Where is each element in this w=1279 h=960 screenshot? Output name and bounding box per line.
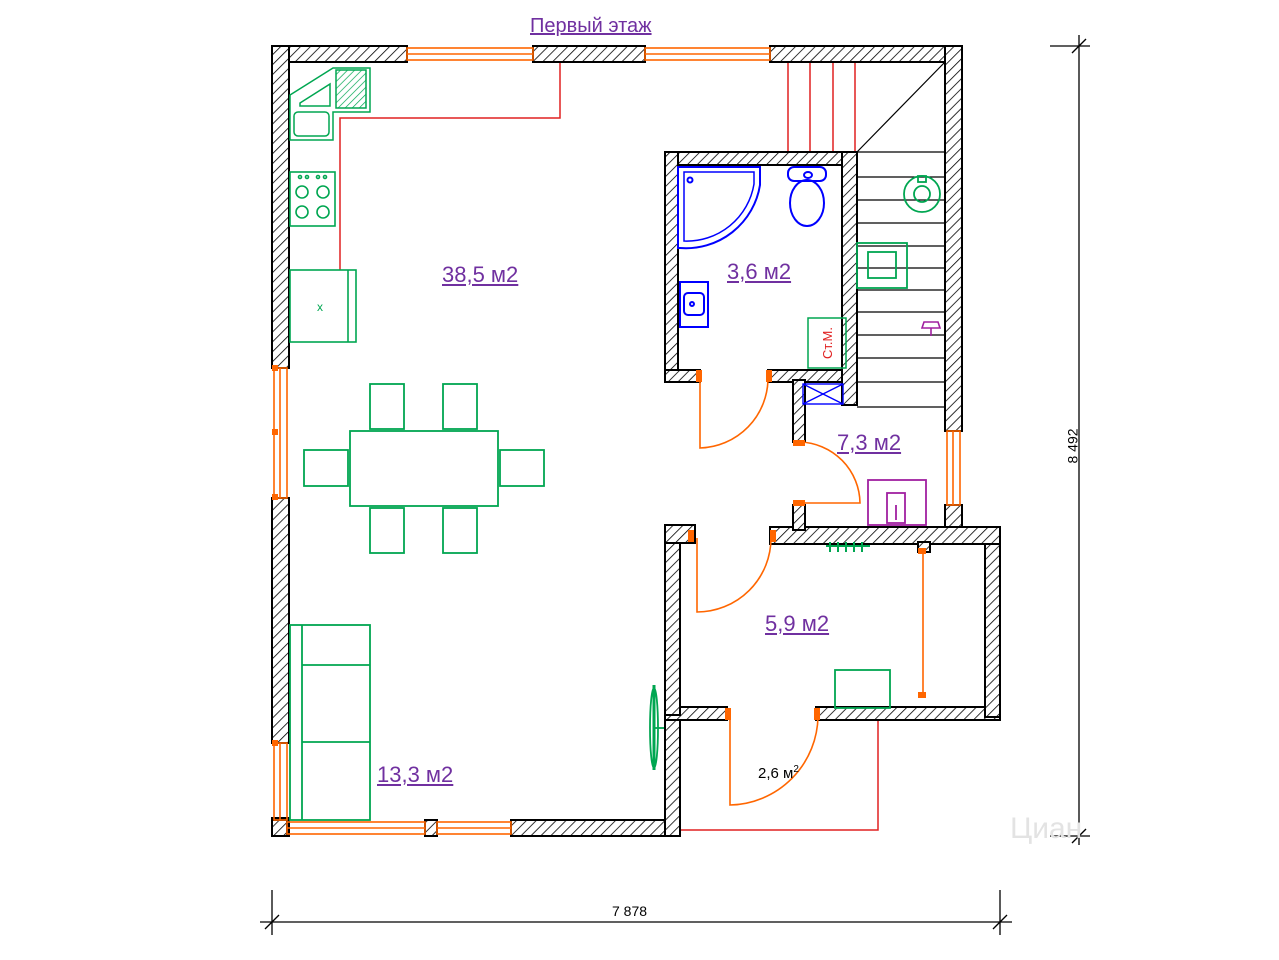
room-label-entry: 5,9 м2 — [765, 611, 830, 636]
sink-icon — [679, 281, 709, 328]
washing-machine-icon — [807, 317, 847, 369]
kitchen-counter — [289, 67, 371, 141]
room-label-porch: 2,6 м2 — [758, 764, 799, 782]
valve-icon — [920, 321, 942, 336]
floor-title: Первый этаж — [530, 15, 652, 37]
toilet-icon — [787, 166, 827, 227]
staircase — [856, 61, 946, 408]
porch-area: 2,6 м — [758, 765, 794, 782]
height-dimension: 8 492 — [1064, 428, 1081, 464]
dining-set — [303, 383, 545, 554]
ventilation-shaft — [802, 383, 844, 405]
umbrella-icon — [649, 685, 664, 770]
stove-icon — [289, 171, 336, 227]
room-label-hall: 7,3 м2 — [837, 430, 902, 455]
boiler-icon — [903, 175, 941, 213]
width-dimension: 7 878 — [612, 903, 648, 919]
water-heater-icon — [856, 242, 908, 289]
window-jambs — [272, 365, 926, 746]
bench-icon — [834, 669, 891, 709]
dimension-lines — [260, 35, 1090, 935]
washing-machine-label: Ст.М. — [820, 327, 835, 359]
porch-area-unit: 2 — [793, 764, 799, 775]
fridge-mark: x — [317, 300, 323, 314]
doors — [696, 377, 861, 806]
radiator-icon — [826, 542, 870, 552]
room-label-bathroom: 3,6 м2 — [727, 259, 792, 284]
fridge-icon — [289, 269, 357, 343]
watermark: Циан — [1010, 812, 1083, 845]
hall-sink-icon — [867, 479, 927, 526]
room-label-living: 38,5 м2 — [442, 262, 519, 287]
pipe-lines — [339, 60, 879, 831]
sofa-icon — [289, 624, 371, 821]
room-label-lounge: 13,3 м2 — [377, 762, 454, 787]
bathtub-icon — [677, 166, 761, 250]
walls — [271, 45, 1001, 837]
